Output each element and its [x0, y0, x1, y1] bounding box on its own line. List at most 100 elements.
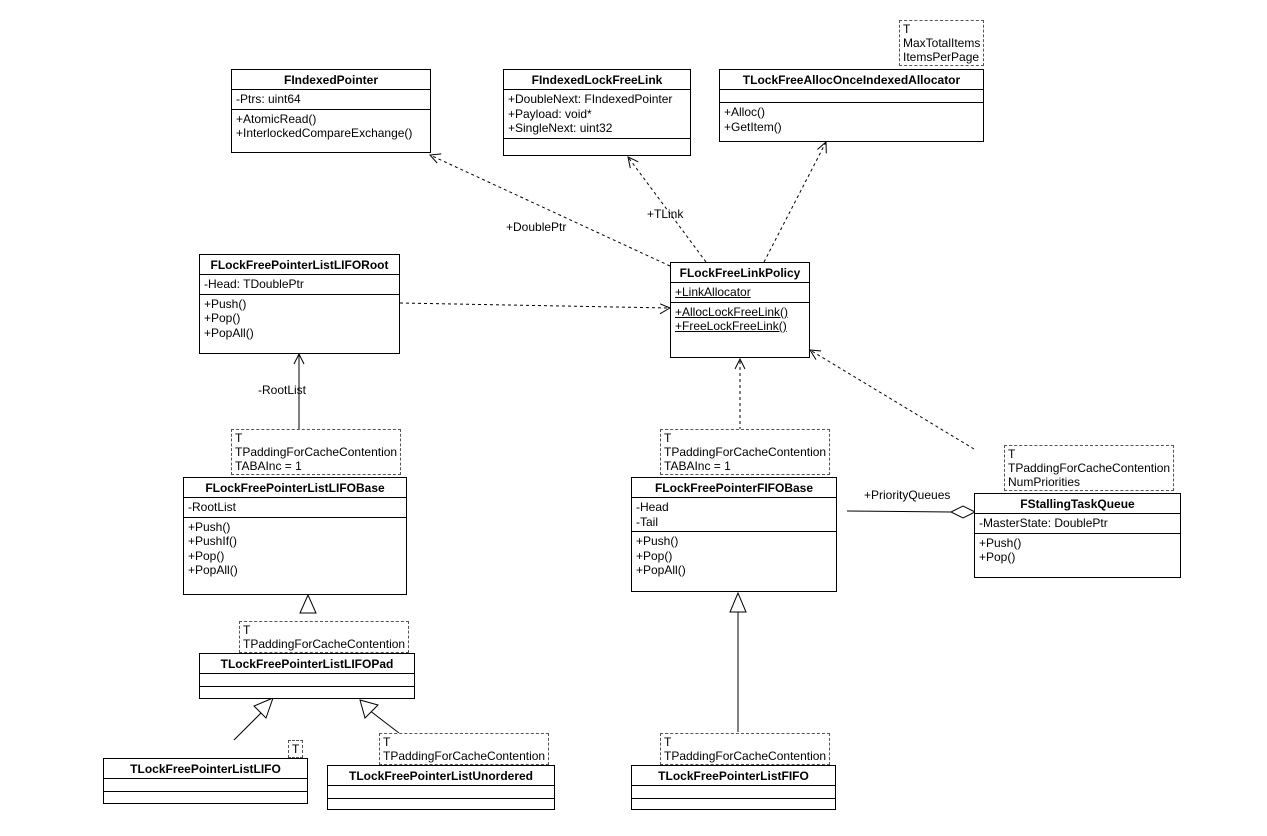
class-box[interactable]: FLockFreeLinkPolicy+LinkAllocator+AllocL…	[670, 262, 810, 358]
class-name: FStallingTaskQueue	[975, 494, 1180, 514]
template-param: T	[243, 623, 251, 637]
open-arrow-head	[734, 357, 746, 370]
attributes-section: +LinkAllocator	[671, 283, 809, 303]
open-arrow-head	[809, 349, 822, 360]
template-param: TPaddingForCacheContention	[383, 749, 546, 763]
class-name: FLockFreeLinkPolicy	[671, 263, 809, 283]
class-box[interactable]: FIndexedPointer-Ptrs: uint64+AtomicRead(…	[231, 69, 431, 153]
attribute: +SingleNext: uint32	[508, 121, 613, 135]
operations-section	[328, 799, 554, 812]
dependency-edge-doubleptr	[429, 154, 671, 267]
class-box[interactable]: FStallingTaskQueue -MasterState: DoublePt…	[974, 493, 1181, 578]
dependency-edge-stalling-policy	[809, 349, 975, 450]
operations-section	[632, 799, 835, 812]
template-param: TPaddingForCacheContention	[243, 637, 406, 651]
class-name: TLockFreePointerListLIFO	[104, 759, 307, 779]
class-box[interactable]: FIndexedLockFreeLink+DoubleNext: FIndexe…	[503, 69, 691, 156]
open-arrow-head	[428, 153, 442, 164]
edge-label-doubleptr: +DoublePtr	[506, 220, 567, 234]
attribute: +DoubleNext: FIndexedPointer	[508, 92, 673, 106]
template-param: TPaddingForCacheContention	[664, 749, 827, 763]
generalization-triangle	[359, 699, 379, 719]
template-param: MaxTotalItems	[903, 36, 981, 50]
attribute: -MasterState: DoublePtr	[979, 516, 1108, 530]
open-arrow-head	[627, 156, 639, 169]
operation: +Pop()	[979, 550, 1016, 564]
template-param: TPaddingForCacheContention	[664, 445, 827, 459]
attributes-section: -MasterState: DoublePtr	[975, 514, 1180, 534]
class-name: TLockFreePointerListLIFOPad	[200, 654, 414, 674]
class-name: FLockFreePointerListLIFOBase	[184, 478, 406, 498]
class-box[interactable]: TLockFreePointerListFIFO	[631, 765, 836, 810]
operations-section	[200, 687, 414, 700]
operation: +Pop()	[636, 548, 673, 563]
operation: +Pop()	[204, 311, 241, 325]
operations-section: +Push()+Pop()+PopAll()	[200, 295, 399, 343]
operation: +AtomicRead()	[236, 111, 317, 126]
template-params: T	[288, 740, 304, 758]
dependency-edge-root-policy	[399, 302, 671, 309]
class-box[interactable]: FLockFreePointerListLIFORoot-Head: TDoub…	[199, 254, 400, 354]
attributes-section: -Head-Tail	[632, 498, 836, 532]
class-name: FIndexedLockFreeLink	[504, 70, 690, 90]
template-param: TPaddingForCacheContention	[1008, 461, 1171, 475]
class-box[interactable]: TLockFreePointerListUnordered	[327, 765, 555, 810]
template-param: T	[664, 735, 672, 749]
open-arrow-head	[659, 303, 672, 315]
class-box[interactable]: FLockFreePointerListLIFOBase -RootList +Pu…	[183, 477, 407, 595]
open-arrow-head	[817, 140, 827, 154]
class-box[interactable]: TLockFreePointerListLIFOPad	[199, 653, 415, 699]
operations-section: +Push()+Pop()+PopAll()	[632, 532, 836, 580]
operation: +PopAll()	[636, 563, 686, 577]
class-box[interactable]: FLockFreePointerFIFOBase-Head-Tail+Push(…	[631, 477, 837, 592]
edge-label-rootlist: -RootList	[258, 383, 307, 397]
attributes-section	[104, 779, 307, 792]
class-name: TLockFreePointerListUnordered	[328, 766, 554, 786]
operations-section: +Alloc()+GetItem()	[720, 103, 983, 136]
template-param: T	[292, 742, 300, 756]
generalization-edge-lifo	[233, 708, 266, 741]
class-box[interactable]: TLockFreeAllocOnceIndexedAllocator +Alloc…	[719, 69, 984, 142]
edge-label-tlink: +TLink	[647, 207, 684, 221]
attribute: -RootList	[188, 500, 237, 514]
generalization-triangle	[253, 697, 274, 719]
attributes-section	[200, 674, 414, 687]
operations-section: +Push()+PushIf()+Pop()+PopAll()	[184, 518, 406, 580]
attributes-section: -Head: TDoublePtr	[200, 275, 399, 295]
attributes-section: +DoubleNext: FIndexedPointer+Payload: vo…	[504, 90, 690, 139]
open-arrow-head	[293, 352, 305, 365]
operation: +AllocLockFreeLink()	[675, 304, 789, 319]
attribute: +Payload: void*	[508, 106, 592, 121]
operation: +InterlockedCompareExchange()	[236, 126, 413, 140]
operation: +Alloc()	[724, 105, 766, 119]
operation: +GetItem()	[724, 119, 782, 134]
template-param: TPaddingForCacheContention	[235, 445, 398, 459]
attributes-section	[328, 786, 554, 799]
attributes-section: -Ptrs: uint64	[232, 90, 430, 110]
class-name: TLockFreePointerListFIFO	[632, 766, 835, 786]
class-name: FIndexedPointer	[232, 70, 430, 90]
template-param: T	[664, 431, 672, 445]
template-param: NumPriorities	[1008, 475, 1081, 489]
attribute: -Tail	[636, 514, 659, 529]
template-param: ItemsPerPage	[903, 50, 980, 64]
operation: +PopAll()	[204, 325, 254, 340]
dependency-edge-tlink	[627, 156, 707, 263]
template-param: T	[383, 735, 391, 749]
operation: +PushIf()	[188, 534, 238, 548]
template-param: T	[1008, 447, 1016, 461]
template-param: T	[235, 431, 243, 445]
dependency-edge-allocator	[763, 141, 827, 263]
operations-section: +AllocLockFreeLink()+FreeLockFreeLink()	[671, 303, 809, 336]
class-box[interactable]: TLockFreePointerListLIFO	[103, 758, 308, 804]
template-param: T	[903, 22, 911, 36]
operations-section: +Push()+Pop()	[975, 534, 1180, 567]
class-name: TLockFreeAllocOnceIndexedAllocator	[720, 70, 983, 90]
